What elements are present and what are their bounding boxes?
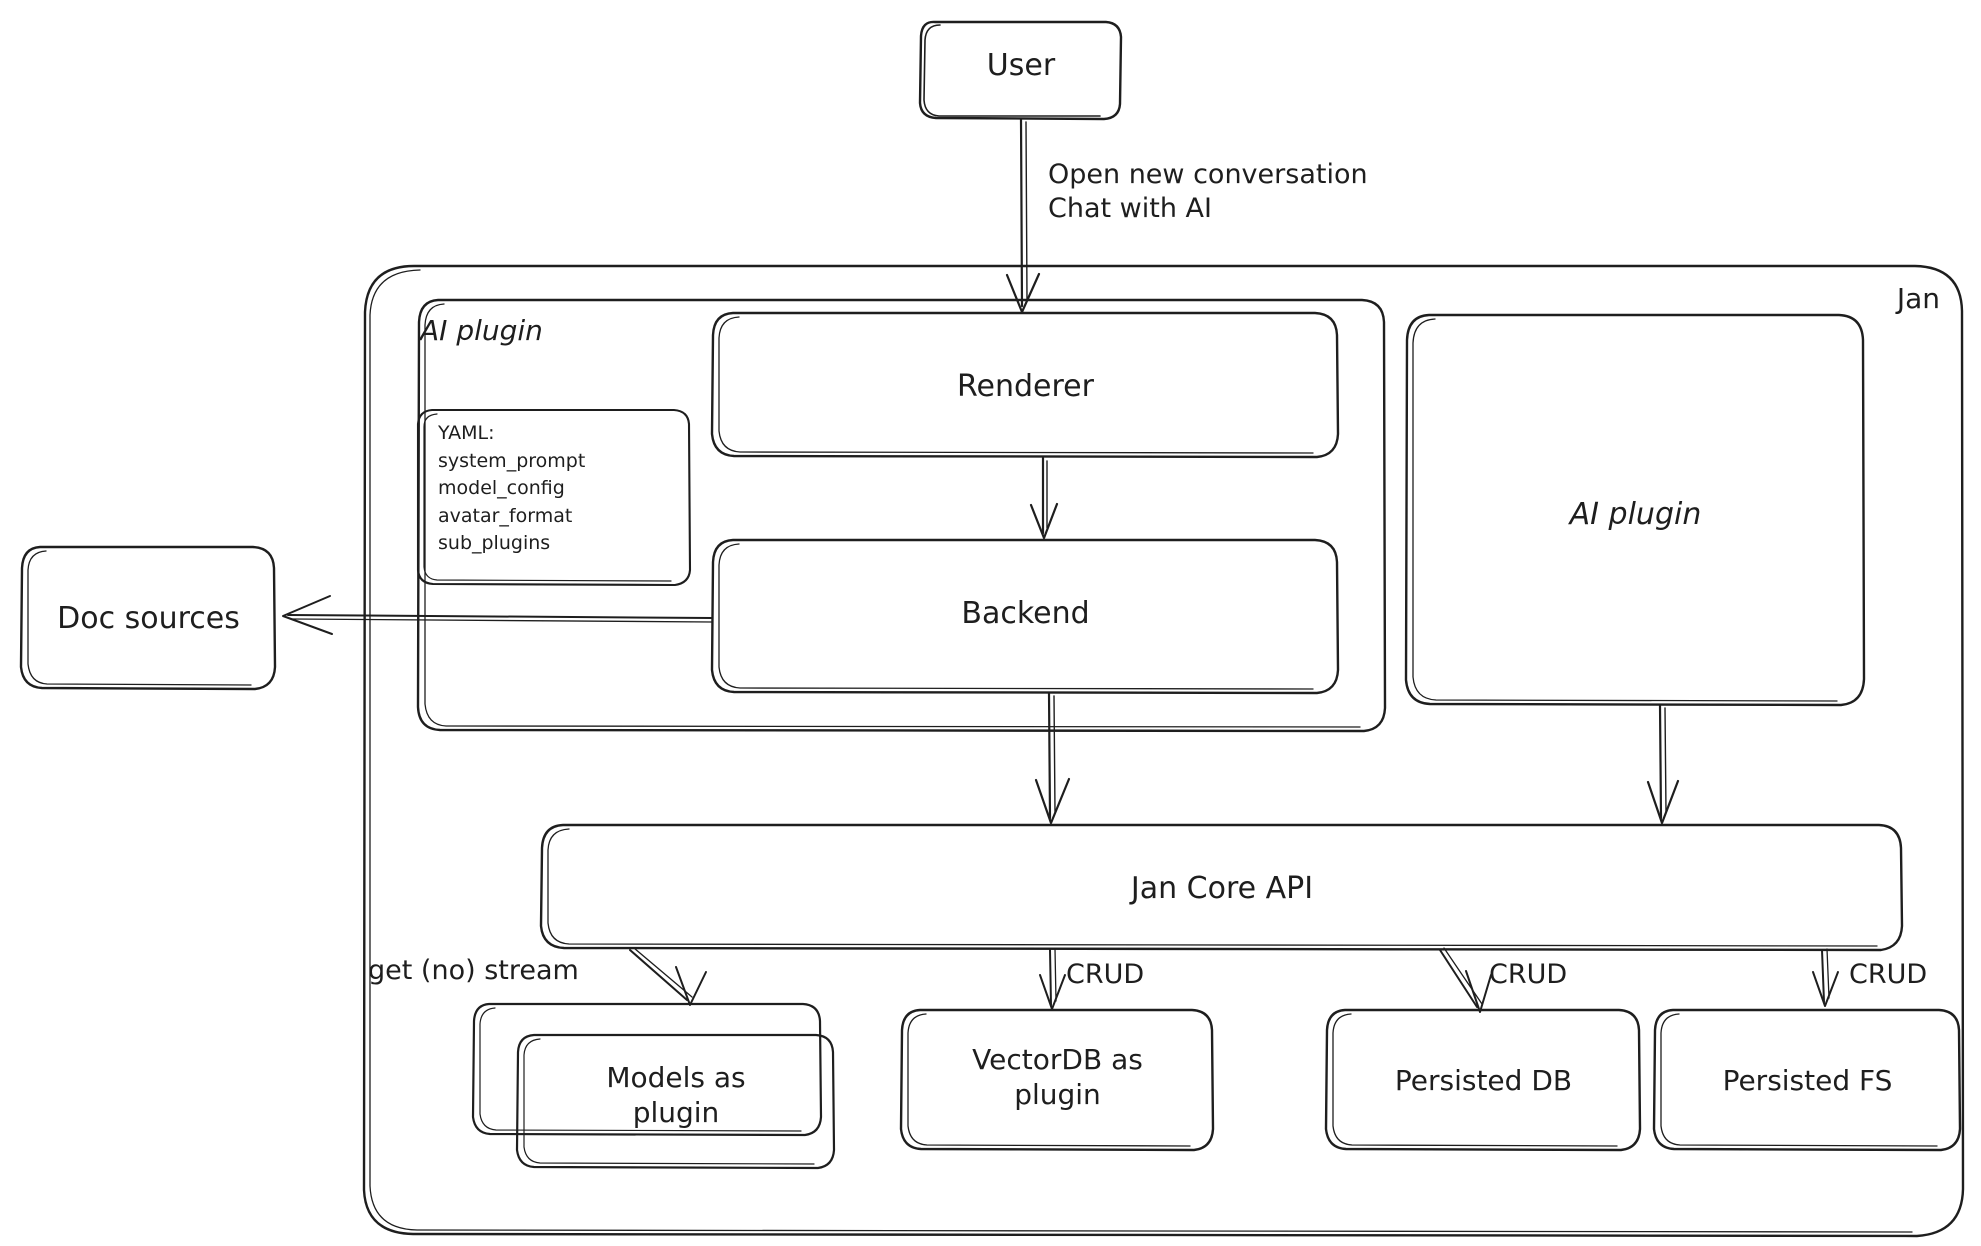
edge-core-to-persisted-fs [1812, 948, 1839, 1007]
edge-user-to-renderer [1005, 117, 1041, 314]
node-persisted-fs-shape[interactable] [1652, 1008, 1962, 1152]
edge-core-to-models [629, 947, 707, 1006]
edge-ai-plugin-to-core [1646, 703, 1680, 825]
node-renderer-shape[interactable] [710, 311, 1340, 459]
edge-core-to-vectordb [1039, 948, 1066, 1010]
node-ai-plugin-group-shape[interactable] [416, 298, 1387, 733]
node-models-as-plugin-shape[interactable] [471, 1002, 836, 1170]
edge-backend-to-doc-sources [282, 595, 713, 635]
edge-backend-to-core [1034, 691, 1071, 825]
node-persisted-db-shape[interactable] [1324, 1008, 1642, 1152]
node-user-shape[interactable] [918, 20, 1123, 121]
edge-renderer-to-backend [1029, 456, 1059, 540]
edge-core-to-persisted-db [1439, 947, 1492, 1013]
node-backend-shape[interactable] [710, 538, 1340, 695]
node-vectordb-as-plugin-shape[interactable] [899, 1008, 1215, 1152]
node-doc-sources-shape[interactable] [19, 545, 277, 691]
node-ai-plugin-box-shape[interactable] [1404, 313, 1866, 707]
node-jan-core-api-shape[interactable] [539, 823, 1904, 952]
node-yaml-note-shape[interactable] [416, 408, 692, 587]
node-jan-container-shape[interactable] [362, 264, 1965, 1238]
